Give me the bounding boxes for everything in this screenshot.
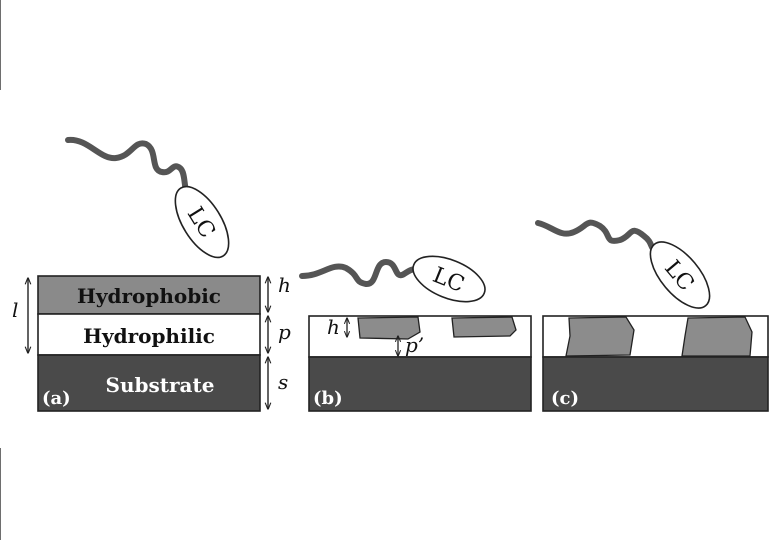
h-dimension-label: h	[278, 273, 291, 297]
l-dimension-label: l	[12, 298, 18, 322]
left-border-line-top	[0, 0, 1, 90]
substrate-layer-c	[542, 356, 769, 412]
panel-a: Hydrophobic Hydrophilic Substrate (a) l …	[12, 136, 291, 412]
substrate-layer	[37, 354, 261, 412]
panel-c-label: (c)	[551, 388, 579, 409]
hydrophobic-domain-c2	[681, 316, 753, 357]
hydrophobic-domain-c1	[565, 316, 635, 357]
alkyl-chain-a	[65, 136, 189, 193]
alkyl-chain-b	[299, 258, 421, 287]
panel-c: (c) LC	[535, 219, 769, 412]
substrate-layer-b	[308, 356, 532, 412]
lc-molecule-a: LC	[174, 185, 230, 259]
lc-ellipse-c	[649, 241, 711, 309]
hydrophobic-island-b2	[451, 316, 517, 338]
panel-b-label: (b)	[313, 388, 343, 409]
substrate-label: Substrate	[106, 373, 215, 397]
hydrophobic-layer	[37, 275, 261, 315]
s-dimension-label: s	[278, 370, 288, 394]
hydrophilic-layer	[37, 313, 261, 356]
hydrophilic-label: Hydrophilic	[83, 324, 215, 348]
hydrophobic-island-b1	[357, 316, 421, 340]
alkyl-chain-c	[535, 219, 657, 253]
p-dimension-label: p	[278, 320, 291, 344]
hydrophobic-label: Hydrophobic	[77, 284, 221, 308]
panel-a-label: (a)	[42, 388, 71, 409]
p-prime-dimension-label: p’	[405, 333, 424, 357]
lc-ellipse-a	[174, 185, 230, 259]
h-dimension-label-b: h	[327, 315, 340, 339]
left-border-line-bottom	[0, 448, 1, 540]
lc-molecule-b: LC	[412, 255, 486, 303]
lc-ellipse-b	[412, 255, 486, 303]
panel-b: h p’ (b) LC	[299, 255, 532, 412]
